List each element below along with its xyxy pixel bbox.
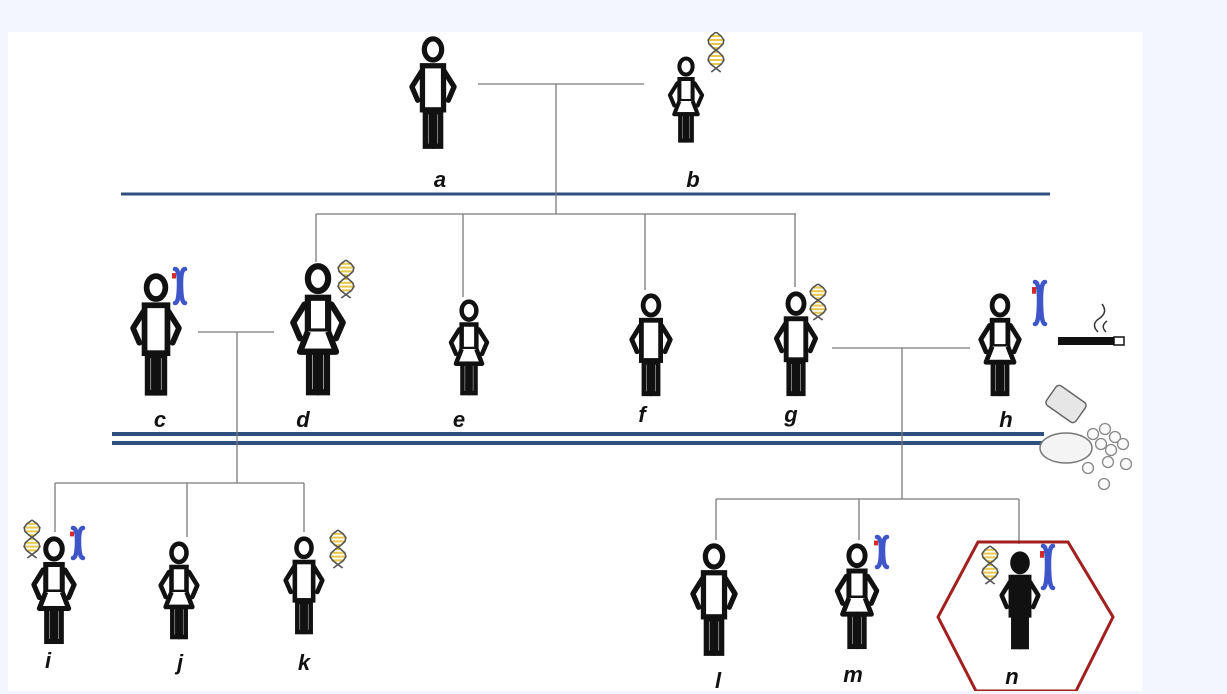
person-label-b: b bbox=[686, 167, 700, 192]
person-m bbox=[834, 543, 880, 650]
pedigree-diagram bbox=[23, 32, 1133, 691]
dna-icon bbox=[809, 283, 827, 321]
chromosome-icon bbox=[1032, 279, 1048, 327]
highlight-hexagon bbox=[936, 540, 1115, 691]
person-label-c: c bbox=[153, 407, 167, 432]
person-b bbox=[667, 56, 705, 143]
person-l bbox=[690, 543, 738, 656]
dna-icon bbox=[337, 259, 355, 299]
chromosome-icon bbox=[874, 534, 890, 570]
dna-icon bbox=[23, 519, 41, 559]
person-label-l: l bbox=[714, 668, 722, 693]
person-label-m: m bbox=[843, 662, 863, 687]
person-label-d: d bbox=[296, 407, 310, 432]
pedigree-canvas: a b c d e f g h i j k l m n bbox=[8, 32, 1142, 693]
dna-icon bbox=[981, 545, 999, 585]
person-e bbox=[448, 299, 490, 396]
person-j bbox=[158, 541, 200, 640]
cigarette-icon bbox=[1058, 303, 1125, 346]
chromosome-icon bbox=[70, 525, 86, 561]
person-f bbox=[629, 293, 673, 397]
person-label-f: f bbox=[638, 402, 646, 427]
chromosome-icon bbox=[172, 266, 188, 306]
person-n bbox=[999, 551, 1041, 650]
person-d bbox=[290, 263, 346, 396]
person-g bbox=[773, 291, 819, 397]
pills-icon bbox=[1039, 384, 1133, 491]
dna-icon bbox=[329, 529, 347, 569]
person-label-h: h bbox=[999, 407, 1013, 432]
person-k bbox=[283, 536, 325, 635]
person-label-k: k bbox=[297, 650, 311, 675]
person-a bbox=[409, 36, 457, 149]
person-label-g: g bbox=[784, 402, 798, 427]
person-label-a: a bbox=[433, 167, 447, 192]
dna-icon bbox=[707, 32, 725, 73]
person-c bbox=[130, 273, 182, 396]
chromosome-icon bbox=[1040, 543, 1056, 591]
person-label-i: i bbox=[44, 648, 52, 673]
person-label-e: e bbox=[452, 407, 466, 432]
person-label-j: j bbox=[176, 650, 184, 675]
person-i bbox=[31, 536, 77, 645]
person-h bbox=[978, 293, 1022, 397]
person-label-n: n bbox=[1005, 664, 1019, 689]
